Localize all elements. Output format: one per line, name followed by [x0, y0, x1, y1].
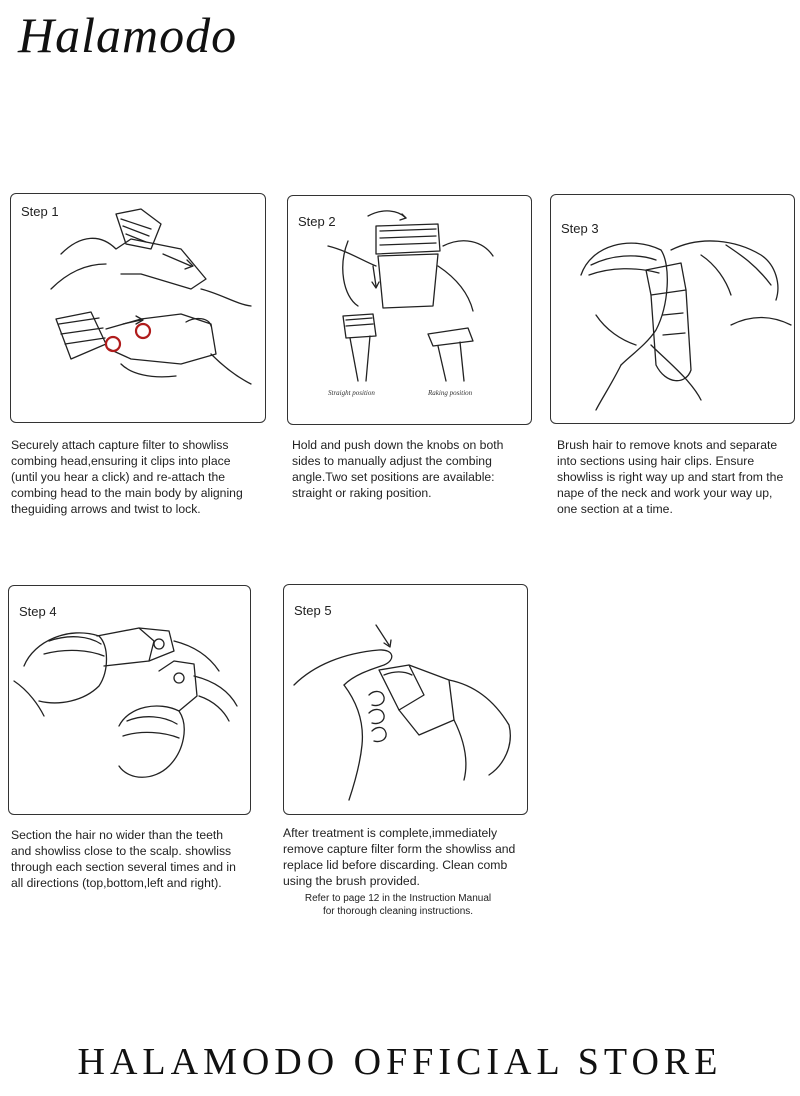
footer-store-name: HALAMODO OFFICIAL STORE [77, 1041, 723, 1083]
step-2-label: Step 2 [298, 214, 336, 229]
step-1-label: Step 1 [21, 204, 59, 219]
step-4-illustration [13, 627, 238, 778]
step-2-panel: Step 2 Straight position Raking position [287, 195, 532, 425]
step-3-illustration [580, 240, 792, 411]
step-4-label: Step 4 [19, 604, 57, 619]
brand-logo: Halamodo [18, 7, 238, 63]
step-3-label: Step 3 [561, 221, 599, 236]
step-4-panel: Step 4 [8, 585, 251, 815]
cleaning-note: Refer to page 12 in the Instruction Manu… [304, 893, 492, 917]
step-5-description: After treatment is complete,immediately … [283, 826, 516, 888]
caption-raking-position: Raking position [427, 389, 473, 397]
caption-straight-position: Straight position [328, 389, 375, 397]
step-5-illustration [293, 624, 511, 801]
step-1-panel: Step 1 [10, 193, 266, 423]
step-5-label: Step 5 [294, 603, 332, 618]
step-2-illustration: Straight position Raking position [327, 210, 494, 397]
step-1-illustration [50, 208, 252, 385]
step-3-panel: Step 3 [550, 194, 795, 424]
step-4-description: Section the hair no wider than the teeth… [11, 828, 236, 890]
step-2-description: Hold and push down the knobs on both sid… [292, 438, 504, 500]
step-1-description: Securely attach capture filter to showli… [11, 438, 243, 516]
step-3-description: Brush hair to remove knots and separate … [557, 438, 784, 516]
step-5-panel: Step 5 [283, 584, 528, 815]
